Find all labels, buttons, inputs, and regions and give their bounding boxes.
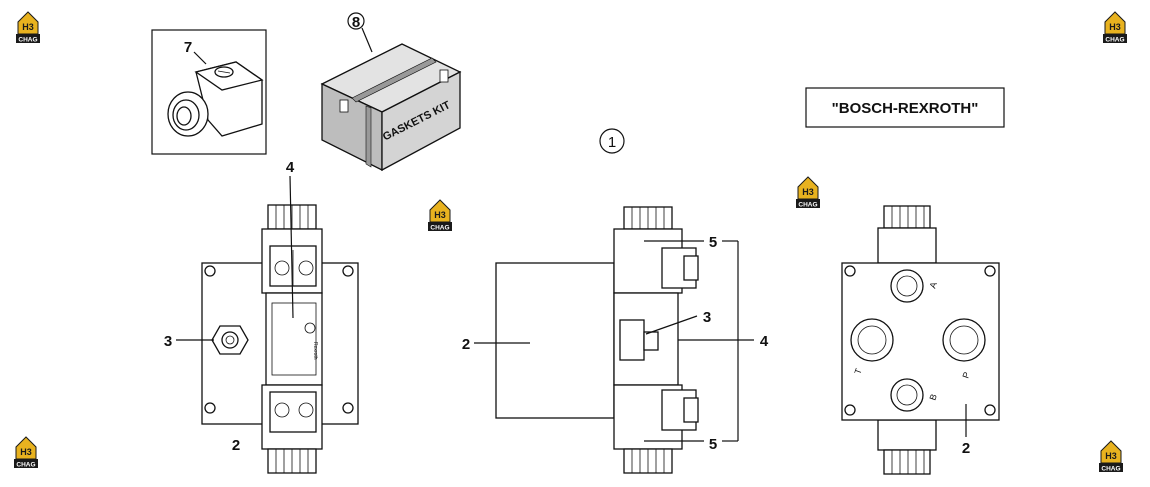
front-view: Rexroth 4 3 2 (164, 159, 359, 474)
logo-bottom-right: H3 CHAG (1098, 440, 1124, 473)
logo-mid-left: H3 CHAG (427, 199, 453, 232)
callout-front-3: 3 (164, 333, 172, 350)
callout-rear-2: 2 (962, 440, 970, 457)
brand-box: "BOSCH-REXROTH" (805, 87, 1005, 128)
callout-side-5-top: 5 (709, 234, 717, 251)
port-b-label: B (927, 393, 938, 402)
brand-box-label: "BOSCH-REXROTH" (832, 100, 979, 117)
logo-word: CHAG (1105, 37, 1124, 44)
logo-letters: H3 (1109, 22, 1121, 32)
port-t-label: T (852, 367, 863, 376)
logo-top-right: H3 CHAG (1102, 11, 1128, 44)
logo-word: CHAG (1101, 466, 1120, 473)
callout-side-2: 2 (462, 336, 470, 353)
gasket-kit-box: 8 GASKETS KIT (320, 12, 462, 172)
side-view: 5 5 3 4 2 (462, 206, 769, 474)
logo-bottom-left: H3 CHAG (13, 436, 39, 469)
callout-side-4: 4 (760, 333, 769, 350)
connector-inset: 7 (151, 29, 267, 155)
port-a-label: A (927, 281, 938, 290)
logo-word: CHAG (430, 225, 449, 232)
callout-side-5-bottom: 5 (709, 436, 717, 453)
callout-front-4: 4 (286, 159, 295, 176)
callout-8: 8 (352, 14, 360, 31)
main-item-number-label: 1 (608, 134, 616, 151)
rear-view: A B P T 2 (841, 205, 1000, 475)
logo-letters: H3 (1105, 451, 1117, 461)
logo-word: CHAG (798, 202, 817, 209)
logo-letters: H3 (434, 210, 446, 220)
port-p-label: P (960, 371, 971, 380)
logo-top-left: H3 CHAG (15, 11, 41, 44)
main-item-number: 1 (599, 128, 625, 154)
logo-letters: H3 (20, 447, 32, 457)
callout-side-3: 3 (703, 309, 711, 326)
logo-letters: H3 (802, 187, 814, 197)
callout-7: 7 (184, 39, 192, 56)
logo-word: CHAG (18, 37, 37, 44)
logo-mid-right: H3 CHAG (795, 176, 821, 209)
callout-front-2: 2 (232, 437, 240, 454)
plate-brand-label: Rexroth (312, 342, 318, 360)
logo-letters: H3 (22, 22, 34, 32)
logo-word: CHAG (16, 462, 35, 469)
